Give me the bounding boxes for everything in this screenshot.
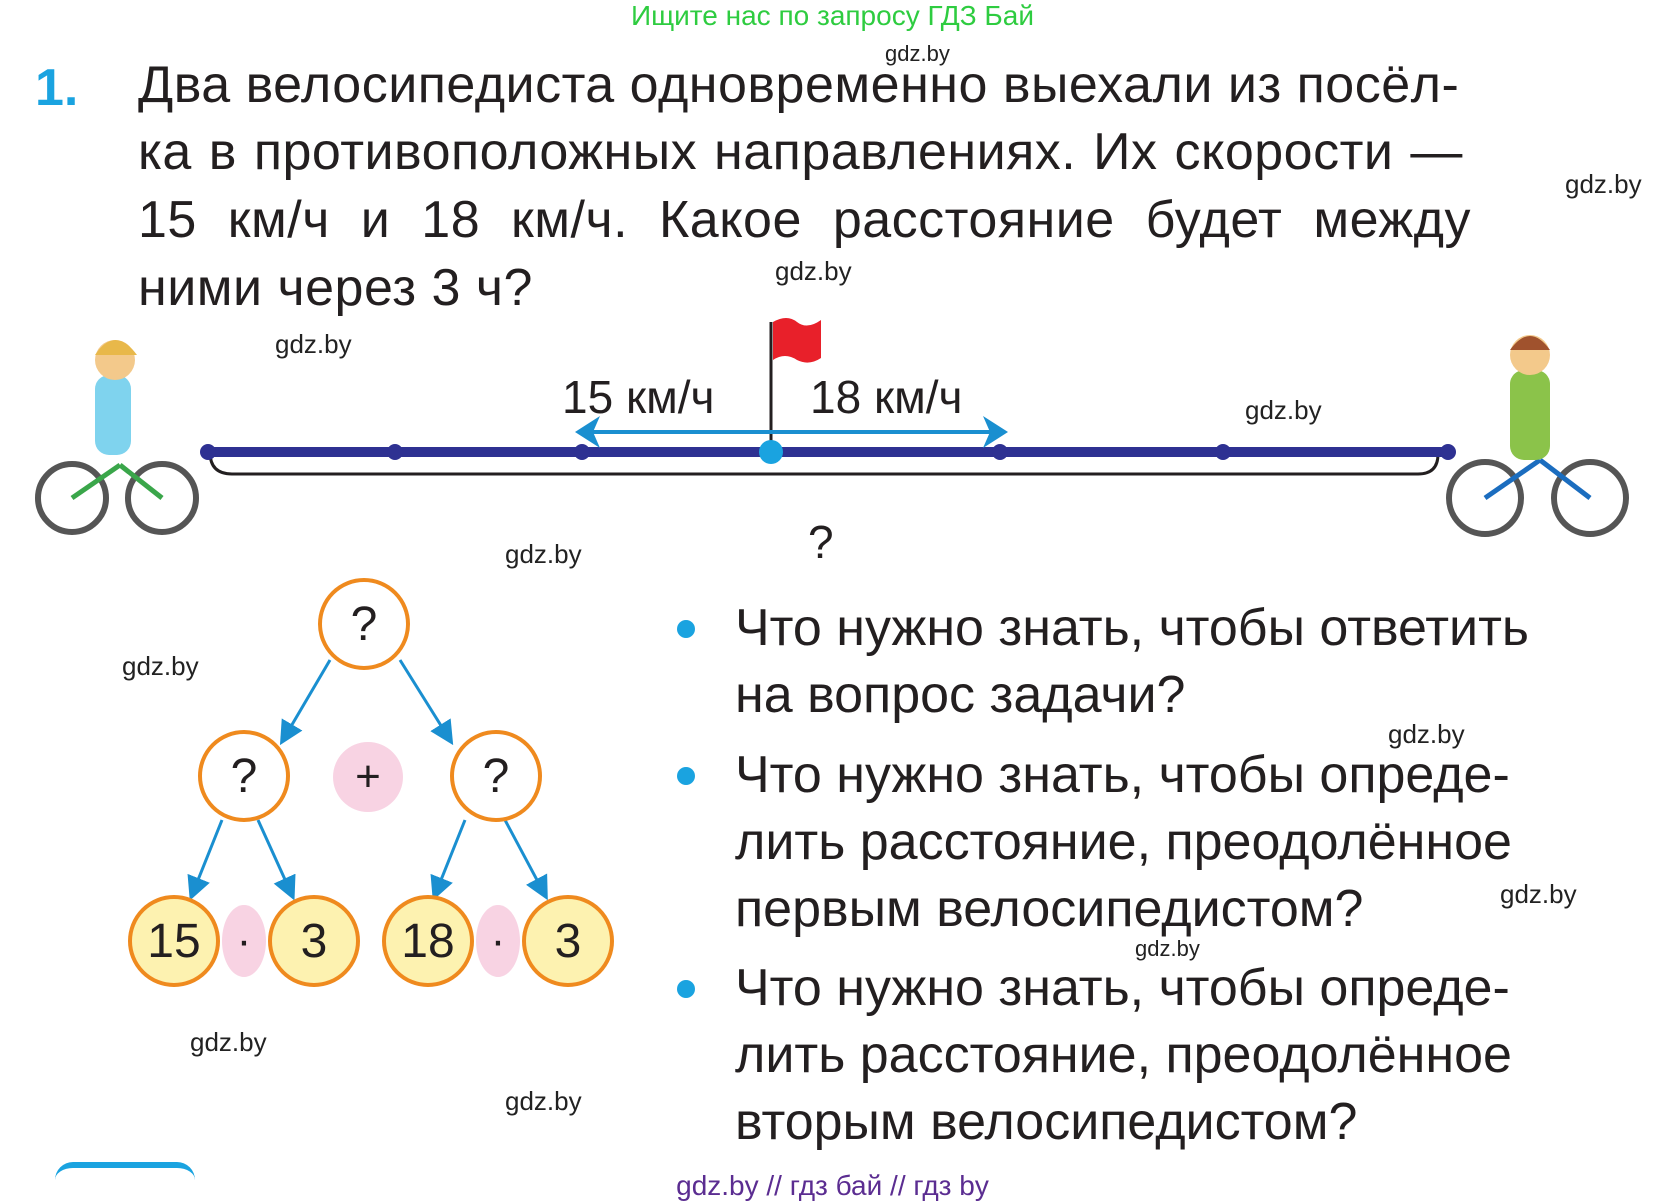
task-text-line: ними через 3 ч?: [138, 259, 533, 317]
watermark: gdz.by: [505, 539, 582, 569]
task-number: 1.: [35, 59, 79, 117]
leaf-speed-1: 15: [128, 895, 220, 987]
watermark: gdz.by: [1135, 936, 1200, 961]
watermark: gdz.by: [1388, 719, 1465, 749]
watermark: gdz.by: [190, 1027, 267, 1057]
leaf-time-2: 3: [522, 895, 614, 987]
distance-question: ?: [808, 516, 834, 568]
decorative-shape: [55, 1162, 195, 1180]
motion-diagram: [35, 318, 1629, 537]
watermark: gdz.by: [122, 651, 199, 681]
watermark: gdz.by: [1245, 395, 1322, 425]
bullet-icon: [677, 980, 695, 998]
watermark: gdz.by: [1500, 879, 1577, 909]
plus-operator: +: [333, 742, 403, 812]
girl-cyclist-icon: [35, 340, 199, 535]
left-speed-label: 15 км/ч: [562, 371, 715, 423]
tree-right-node: ?: [450, 730, 542, 822]
leaf-time-1: 3: [268, 895, 360, 987]
leaf-speed-2: 18: [382, 895, 474, 987]
village-point: [759, 440, 783, 464]
multiply-operator: ·: [222, 905, 266, 977]
question-3-line: лить расстояние, преодолённое: [735, 1026, 1512, 1084]
bullet-icon: [677, 767, 695, 785]
watermark: gdz.by: [775, 256, 852, 286]
boy-cyclist-icon: [1446, 335, 1629, 537]
watermark: gdz.by: [885, 41, 950, 66]
task-text-line: 15 км/ч и 18 км/ч. Какое расстояние буде…: [138, 191, 1472, 249]
task-text-line: Два велосипедиста одновременно выехали и…: [138, 56, 1460, 114]
task-text-line: ка в противоположных направлениях. Их ск…: [138, 123, 1463, 181]
bullet-icon: [677, 620, 695, 638]
search-banner: Ищите нас по запросу ГДЗ Бай: [630, 0, 1035, 31]
question-2-line: лить расстояние, преодолённое: [735, 813, 1512, 871]
tree-root-node: ?: [318, 578, 410, 670]
multiply-operator: ·: [476, 905, 520, 977]
question-3-line: вторым велосипедистом?: [735, 1093, 1358, 1151]
watermark: gdz.by: [505, 1086, 582, 1116]
question-1-line: на вопрос задачи?: [735, 666, 1186, 724]
question-1-line: Что нужно знать, чтобы ответить: [735, 599, 1530, 657]
watermark: gdz.by: [275, 329, 352, 359]
tree-left-node: ?: [198, 730, 290, 822]
watermark: gdz.by: [1565, 169, 1642, 199]
right-speed-label: 18 км/ч: [810, 371, 963, 423]
question-2-line: Что нужно знать, чтобы опреде-: [735, 746, 1510, 804]
distance-brace: [208, 451, 1440, 476]
question-3-line: Что нужно знать, чтобы опреде-: [735, 959, 1510, 1017]
flag-icon: [773, 318, 821, 363]
question-2-line: первым велосипедистом?: [735, 880, 1364, 938]
footer-watermark: gdz.by // гдз бай // гдз by: [676, 1170, 989, 1201]
